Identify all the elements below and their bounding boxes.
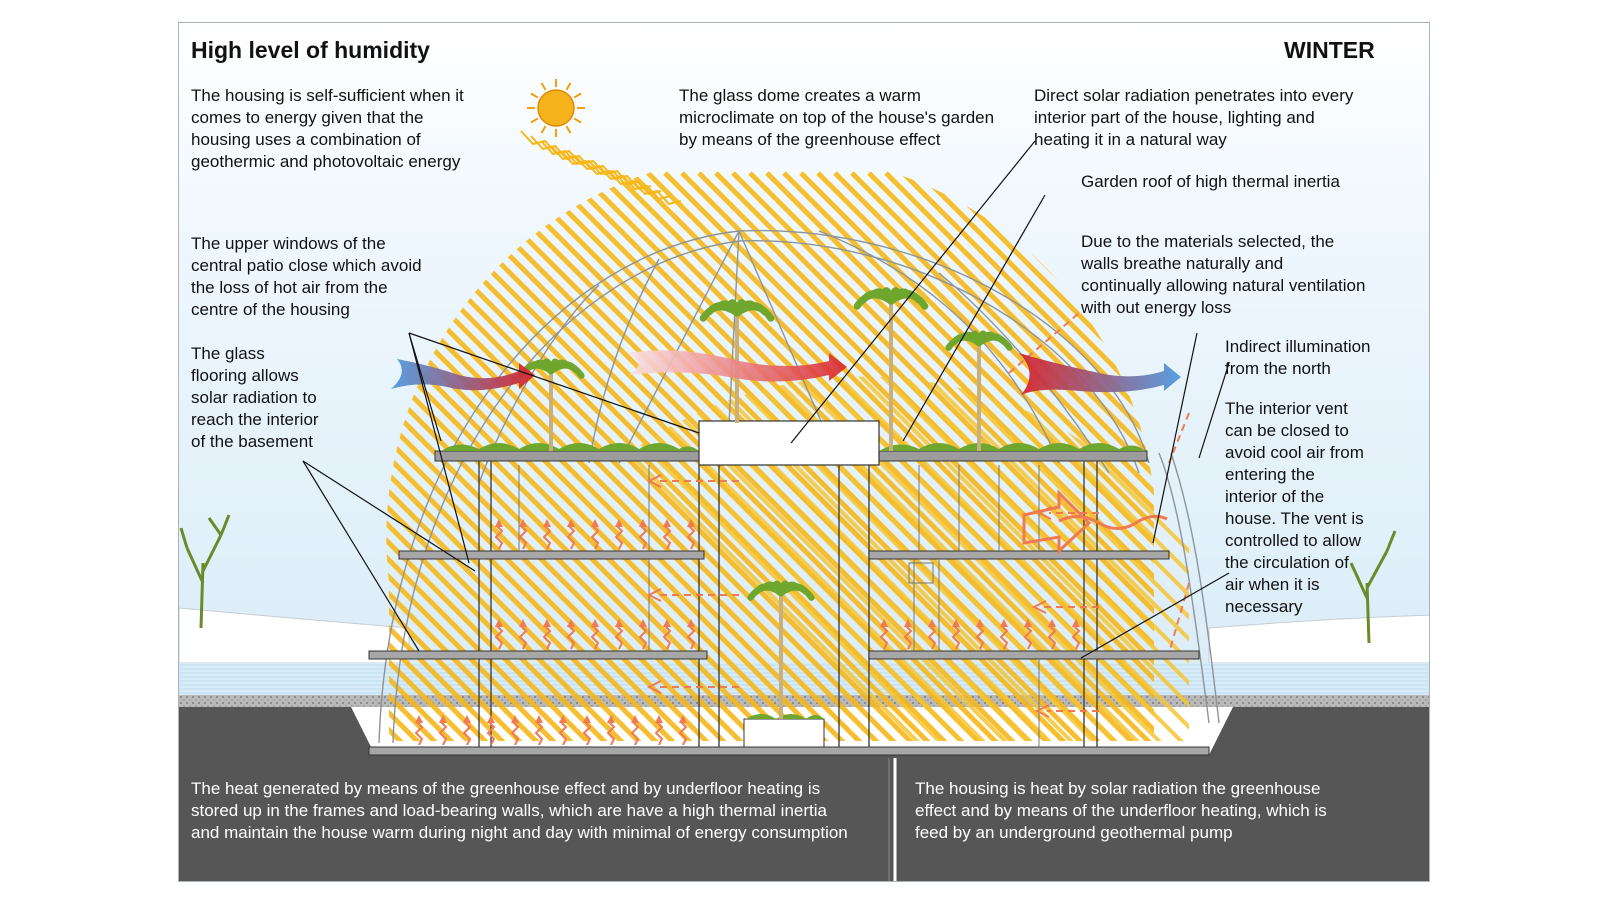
- annotation-upper-windows: The upper windows of the central patio c…: [191, 233, 422, 321]
- annotation-walls-breathe: Due to the materials selected, the walls…: [1081, 231, 1365, 319]
- diagram-frame: High level of humidity WINTER The housin…: [178, 22, 1430, 882]
- annotation-energy: The housing is self-sufficient when it c…: [191, 85, 464, 173]
- annotation-indirect-light: Indirect illumination from the north: [1225, 336, 1371, 380]
- annotation-garden-roof: Garden roof of high thermal inertia: [1081, 171, 1340, 193]
- annotation-glass-flooring: The glass flooring allows solar radiatio…: [191, 343, 319, 453]
- diagram-title: High level of humidity: [191, 37, 430, 64]
- season-label: WINTER: [1284, 37, 1375, 64]
- footer-right-text: The housing is heat by solar radiation t…: [915, 778, 1327, 844]
- annotation-direct-solar: Direct solar radiation penetrates into e…: [1034, 85, 1353, 151]
- footer-left-text: The heat generated by means of the green…: [191, 778, 848, 844]
- annotation-dome: The glass dome creates a warm microclima…: [679, 85, 994, 151]
- annotation-interior-vent: The interior vent can be closed to avoid…: [1225, 398, 1364, 618]
